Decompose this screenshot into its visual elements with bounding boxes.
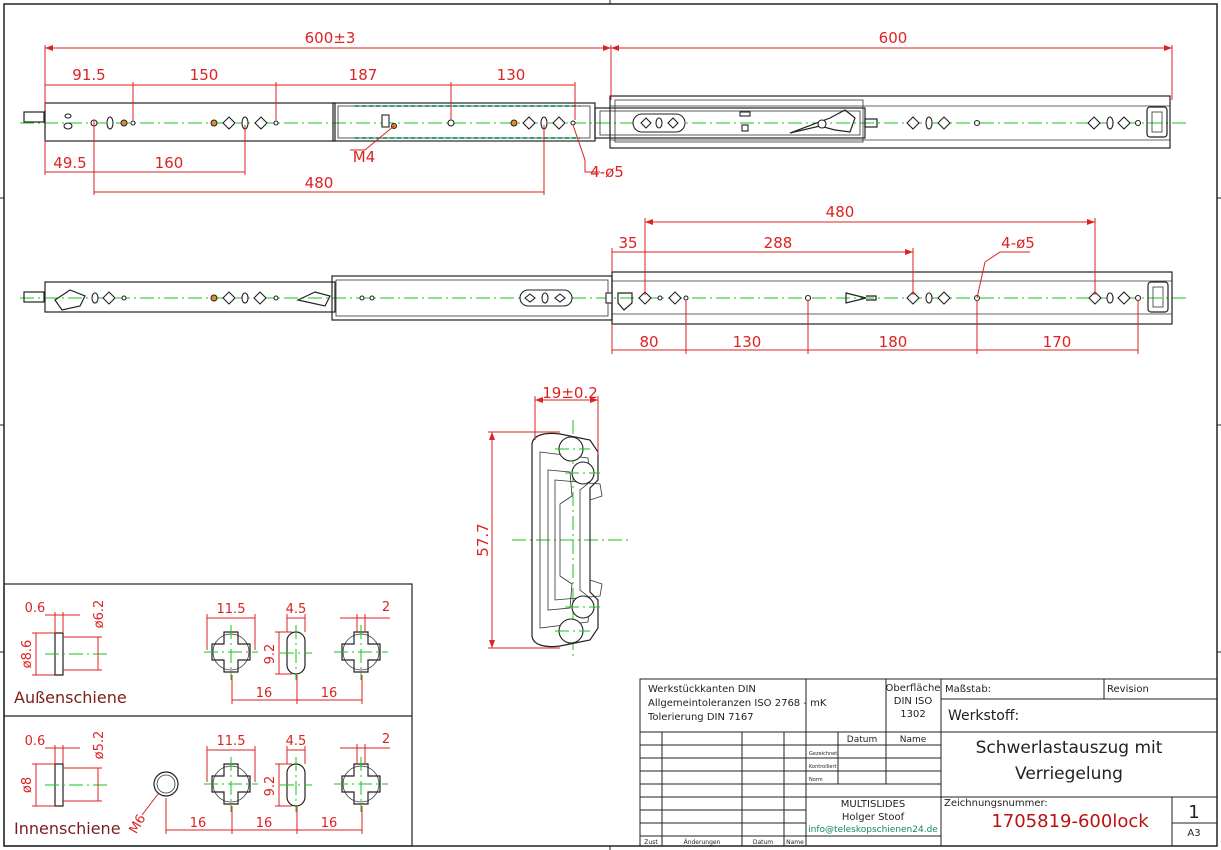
inner-dim-8: ø8 [20,777,35,793]
tb-row-kontrolliert: Kontrolliert [809,764,837,770]
inner-label-m6: M6 [127,812,150,836]
tb-scale-label: Maßstab: [945,684,991,695]
middle-dimensions [611,218,1139,354]
outer-dim-16b: 16 [321,686,338,701]
inner-dim-5-2: ø5.2 [92,731,107,760]
dim-profile-width: 19±0.2 [542,384,598,402]
dim-49-5: 49.5 [53,154,86,172]
outer-dim-9-2: 9.2 [263,644,278,665]
tb-drawing-number: 1705819-600lock [991,811,1149,832]
caption-aussenschiene: Außenschiene [14,688,127,707]
dim-187: 187 [349,66,378,84]
dim-160: 160 [155,154,184,172]
outer-dim-4-5: 4.5 [286,602,307,617]
inner-dim-16c: 16 [321,816,338,831]
outer-dim-6-2: ø6.2 [92,600,107,629]
dim-600-3: 600±3 [305,29,356,47]
inner-dim-9-2: 9.2 [263,776,278,797]
dim-mid-288: 288 [764,234,793,252]
label-m4: M4 [353,148,376,166]
profile-cross-section [488,396,628,660]
tb-person: Holger Stoof [842,812,905,823]
tb-drawing-no-label: Zeichnungsnummer: [944,798,1048,809]
tb-title-line-2: Verriegelung [1015,764,1123,784]
tb-company: MULTISLIDES [841,799,905,810]
tb-surface-1: Oberfläche [886,683,941,694]
dim-mid-480: 480 [826,203,855,221]
detail-box [3,583,413,847]
outer-dim-11-5: 11.5 [217,602,246,617]
tb-format: A3 [1187,828,1200,839]
dim-600: 600 [879,29,908,47]
tb-revision-label: Revision [1107,684,1149,695]
tb-footer-name: Name [786,839,804,846]
outer-dim-0-6: 0.6 [25,601,46,616]
caption-innenschiene: Innenschiene [14,819,121,838]
inner-dim-16a: 16 [190,816,207,831]
tb-note-3: Tolerierung DIN 7167 [647,712,754,723]
dim-130: 130 [497,66,526,84]
dim-480: 480 [305,174,334,192]
label-4-holes-mid: 4-ø5 [1001,234,1035,252]
tb-sheet-number: 1 [1188,802,1199,823]
top-dimensions [44,45,1173,195]
tb-col-datum: Datum [847,735,877,745]
middle-view-slide [20,271,1190,325]
outer-dim-8-6: ø8.6 [20,640,35,669]
tb-title-line-1: Schwerlastauszug mit [976,738,1163,758]
dim-mid-35: 35 [618,234,637,252]
tb-col-name: Name [900,735,927,745]
inner-dim-4-5: 4.5 [286,734,307,749]
tb-material-label: Werkstoff: [948,708,1019,724]
tb-footer-datum: Datum [753,839,773,846]
label-4-holes-top: 4-ø5 [590,163,624,181]
outer-rail-detail [32,612,390,704]
inner-dim-0-6: 0.6 [25,734,46,749]
dim-mid-180: 180 [879,333,908,351]
dim-mid-130: 130 [733,333,762,351]
tb-surface-3: 1302 [900,709,925,720]
outer-dim-16a: 16 [256,686,273,701]
dim-91-5: 91.5 [72,66,105,84]
outer-dim-2: 2 [382,600,390,615]
inner-dim-2: 2 [382,732,390,747]
dim-mid-170: 170 [1043,333,1072,351]
tb-footer-aenderungen: Änderungen [684,839,721,846]
tb-note-2: Allgemeintoleranzen ISO 2768 - mK [648,698,827,709]
tb-row-gezeichnet: Gezeichnet [809,751,837,757]
inner-dim-16b: 16 [256,816,273,831]
inner-rail-detail [32,744,390,834]
dim-profile-height: 57.7 [474,523,492,556]
tb-footer-zust: Zust [644,839,658,846]
dim-mid-80: 80 [639,333,658,351]
tb-note-1: Werkstückkanten DIN [648,684,756,695]
dim-150: 150 [190,66,219,84]
title-block-grid [639,678,1218,847]
tb-row-norm: Norm [809,777,823,783]
inner-dim-11-5: 11.5 [217,734,246,749]
tb-email: info@teleskopschienen24.de [808,825,938,835]
tb-surface-2: DIN ISO [894,696,933,707]
top-view-slide [20,95,1190,149]
